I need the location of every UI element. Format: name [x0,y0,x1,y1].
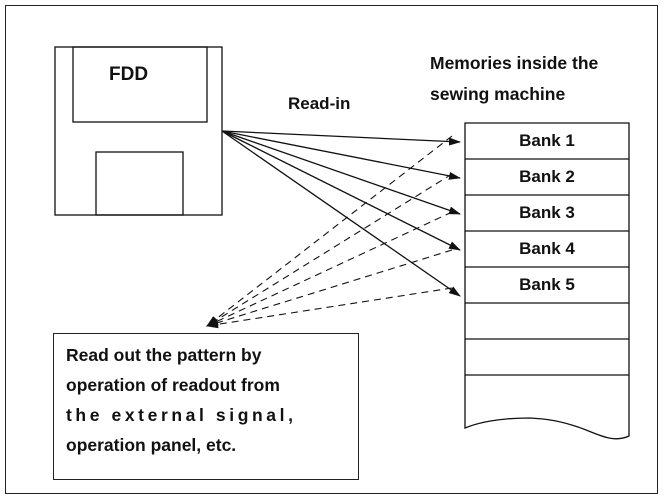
diagram-frame [5,5,658,494]
readout-note-line-2: operation of readout from [66,375,280,395]
fdd-label: FDD [109,64,149,85]
read-in-arrow-bank-1 [221,130,461,146]
read-out-arrow-bank-4 [206,249,453,327]
read-out-arrow-bank-2 [206,173,453,327]
read-in-arrow-bank-5 [221,130,461,297]
read-out-arrow-bank-5 [206,287,453,329]
read-out-arrows [206,135,453,329]
bank-5-cell: Bank 5 [519,275,575,294]
readout-note-line-3: the external signal, [66,405,297,425]
read-in-arrow-bank-2 [221,130,461,180]
readout-note-line-4: operation panel, etc. [66,435,237,455]
read-out-arrow-bank-3 [206,211,453,327]
floppy-shutter [95,151,184,216]
read-out-arrow-bank-1 [206,135,453,327]
read-in-arrow-bank-4 [221,130,461,251]
memory-title: Memories inside the sewing machine [430,48,598,110]
memory-title-line-1: Memories inside the [430,53,599,73]
bank-empty-cell-1 [465,303,629,339]
memory-stack [464,122,630,440]
bank-empty-cell-2 [465,339,629,375]
bank-3-cell: Bank 3 [519,203,575,222]
bank-2-cell: Bank 2 [519,167,575,186]
bank-1-cell: Bank 1 [519,131,575,150]
memory-title-line-2: sewing machine [430,84,566,104]
readout-note-box: Read out the pattern by operation of rea… [53,333,359,480]
memory-outline [464,122,630,440]
readout-note-line-1: Read out the pattern by [66,345,262,365]
read-in-arrow-bank-3 [221,130,461,215]
read-in-label: Read-in [288,94,351,113]
floppy-label-area [72,46,208,123]
read-in-arrows [221,130,461,297]
bank-4-cell: Bank 4 [519,239,575,258]
